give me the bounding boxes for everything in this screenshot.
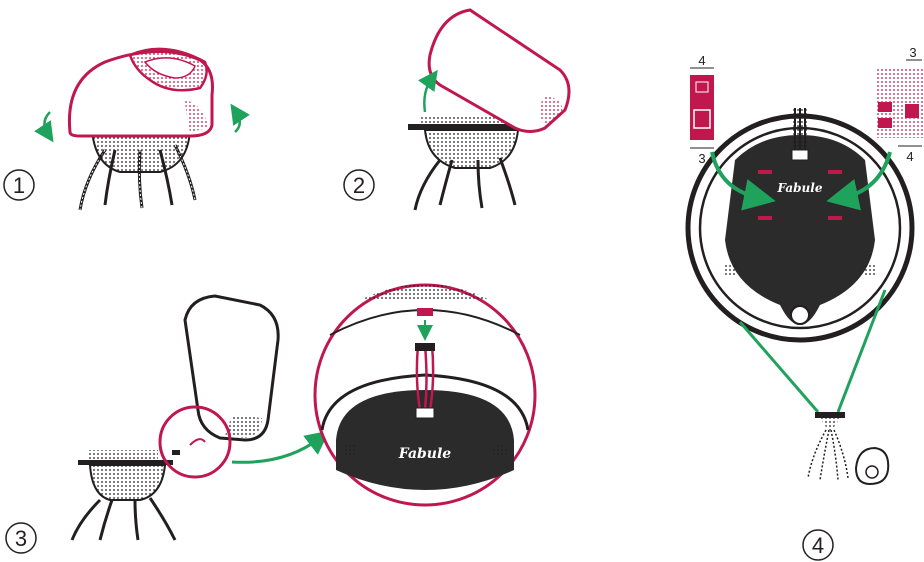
- small-lamp-view: [808, 412, 888, 484]
- lamp-base: [90, 465, 165, 500]
- step-4-number: 4: [812, 533, 824, 558]
- dim-left-bottom: 3: [698, 151, 705, 166]
- step-2: 2: [344, 10, 569, 210]
- brand-logo: Fabule: [398, 446, 452, 462]
- step-3-number: 3: [15, 526, 27, 551]
- lift-arrow: [424, 78, 432, 112]
- step-1: 1: [4, 49, 240, 210]
- dim-right-top: 3: [909, 45, 916, 60]
- step-2-number: 2: [353, 173, 365, 198]
- right-circuit-board: 3 4: [876, 45, 924, 164]
- dim-left-top: 4: [698, 53, 705, 68]
- step-4: Fabule 4 3 3 4: [688, 45, 924, 560]
- step-3: Fabule 3: [6, 284, 535, 553]
- step-1-number: 1: [13, 173, 25, 198]
- brand-logo: Fabule: [777, 181, 823, 195]
- rotate-right-arrow: [235, 112, 240, 132]
- zoom-detail: Fabule: [315, 284, 535, 505]
- zoom-arrow: [232, 438, 320, 462]
- dim-right-bottom: 4: [906, 149, 913, 164]
- left-circuit-board: 4 3: [690, 53, 714, 166]
- rotate-left-arrow: [44, 112, 50, 134]
